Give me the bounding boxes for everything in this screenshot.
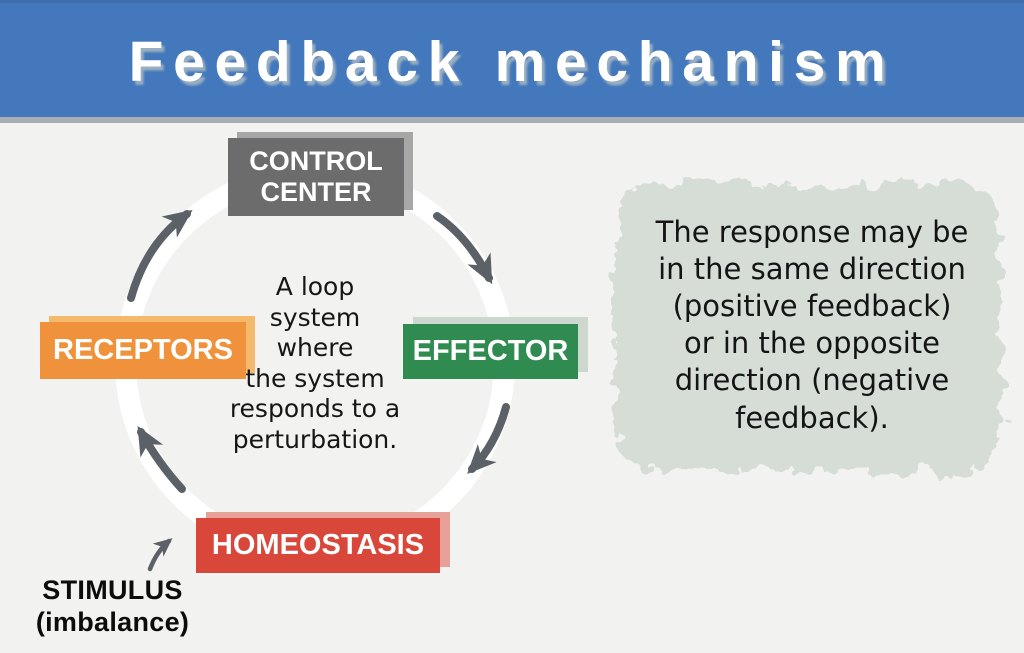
note-blob xyxy=(616,184,1000,470)
cycle-caption-line: where xyxy=(276,333,354,362)
banner-divider xyxy=(0,117,1024,123)
note-text-line: in the same direction xyxy=(658,252,966,287)
node-homeostasis: HOMEOSTASIS xyxy=(196,518,440,573)
stimulus-label: STIMULUS (imbalance) xyxy=(10,574,215,639)
note-text: The response may be in the same directio… xyxy=(612,214,1012,437)
cycle-caption-line: perturbation. xyxy=(232,424,398,454)
title-banner: Feedback mechanism xyxy=(0,0,1024,120)
stimulus-label-line1: STIMULUS xyxy=(42,575,183,605)
cycle-caption-line: system xyxy=(269,302,361,332)
page-title: Feedback mechanism xyxy=(128,29,896,94)
note-text-line: The response may be xyxy=(655,215,969,249)
note-text-line: or in the opposite xyxy=(683,326,941,361)
cycle-caption-line: responds to a xyxy=(229,394,401,423)
note-text-line: direction (negative xyxy=(674,363,950,398)
cycle-caption: A loop system where the system responds … xyxy=(215,272,415,455)
cycle-caption-line: the system xyxy=(245,363,385,393)
node-control-center-label-line2: CENTER xyxy=(260,177,372,207)
note-text-line: feedback). xyxy=(735,400,889,435)
cycle-caption-line: A loop xyxy=(275,272,355,301)
node-receptors-label: RECEPTORS xyxy=(53,333,233,366)
node-effector: EFFECTOR xyxy=(403,324,578,379)
node-control-center-label-line1: CONTROL xyxy=(249,145,383,176)
arrow-stimulus xyxy=(147,538,173,572)
node-control-center: CONTROL CENTER xyxy=(228,138,404,216)
stimulus-label-line2: (imbalance) xyxy=(35,607,190,638)
node-effector-label: EFFECTOR xyxy=(412,334,569,367)
node-homeostasis-label: HOMEOSTASIS xyxy=(211,528,425,561)
node-receptors: RECEPTORS xyxy=(40,322,246,379)
note-text-line: (positive feedback) xyxy=(672,289,952,324)
